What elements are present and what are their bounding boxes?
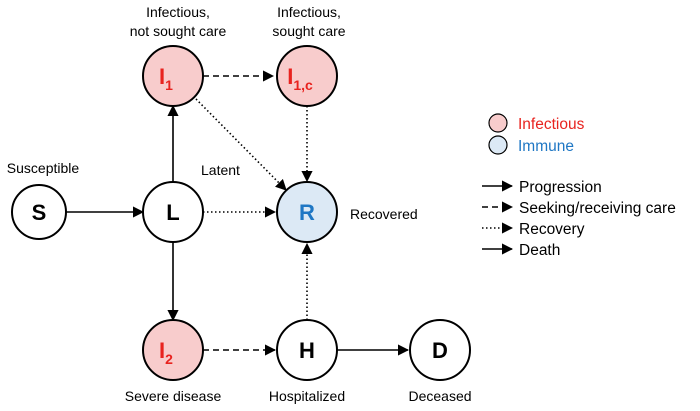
legend-death-label: Death (519, 242, 560, 259)
node-I1-caption-line2: not sought care (130, 23, 227, 39)
node-I1: I1 (142, 45, 204, 107)
node-R-caption: Recovered (350, 206, 418, 222)
node-D-caption: Deceased (408, 388, 471, 404)
legend: Infectious Immune Progression Seeking/re… (482, 113, 676, 259)
svg-text:I1: I1 (159, 64, 173, 93)
node-H-letter: H (299, 338, 315, 363)
node-I1-subscript: 1 (165, 77, 173, 93)
node-I1c-caption-line1: Infectious, (277, 4, 341, 20)
node-I1c-letter: I (287, 64, 293, 89)
node-H-caption: Hospitalized (269, 388, 345, 404)
node-S-caption: Susceptible (7, 160, 80, 176)
node-D: D (409, 319, 471, 381)
node-I1-letter: I (159, 64, 165, 89)
legend-progression-label: Progression (519, 179, 602, 196)
node-L-caption: Latent (201, 162, 240, 178)
node-S-letter: S (32, 200, 47, 225)
svg-text:I1,c: I1,c (287, 64, 313, 93)
node-I1c: I1,c (276, 45, 338, 107)
node-L-letter: L (166, 200, 179, 225)
node-I1-caption-line1: Infectious, (146, 4, 210, 20)
legend-immune-label: Immune (518, 138, 574, 155)
node-R: R (276, 181, 338, 243)
node-I2-letter: I (159, 338, 165, 363)
node-R-letter: R (299, 200, 315, 225)
svg-text:I2: I2 (159, 338, 173, 367)
node-H: H (276, 319, 338, 381)
node-I1c-subscript: 1,c (293, 77, 313, 93)
node-I2: I2 (142, 319, 204, 381)
node-I1c-caption-line2: sought care (272, 23, 345, 39)
legend-care-label: Seeking/receiving care (519, 200, 676, 217)
legend-infectious-swatch (488, 113, 508, 133)
node-I2-caption: Severe disease (125, 388, 222, 404)
node-S: S (11, 184, 67, 240)
legend-infectious-label: Infectious (518, 116, 585, 133)
node-D-letter: D (432, 338, 448, 363)
node-I2-subscript: 2 (165, 351, 173, 367)
edge-I1-to-R (195, 98, 287, 191)
legend-recovery-label: Recovery (519, 221, 585, 238)
legend-immune-swatch (488, 135, 508, 155)
node-L: L (142, 181, 204, 243)
